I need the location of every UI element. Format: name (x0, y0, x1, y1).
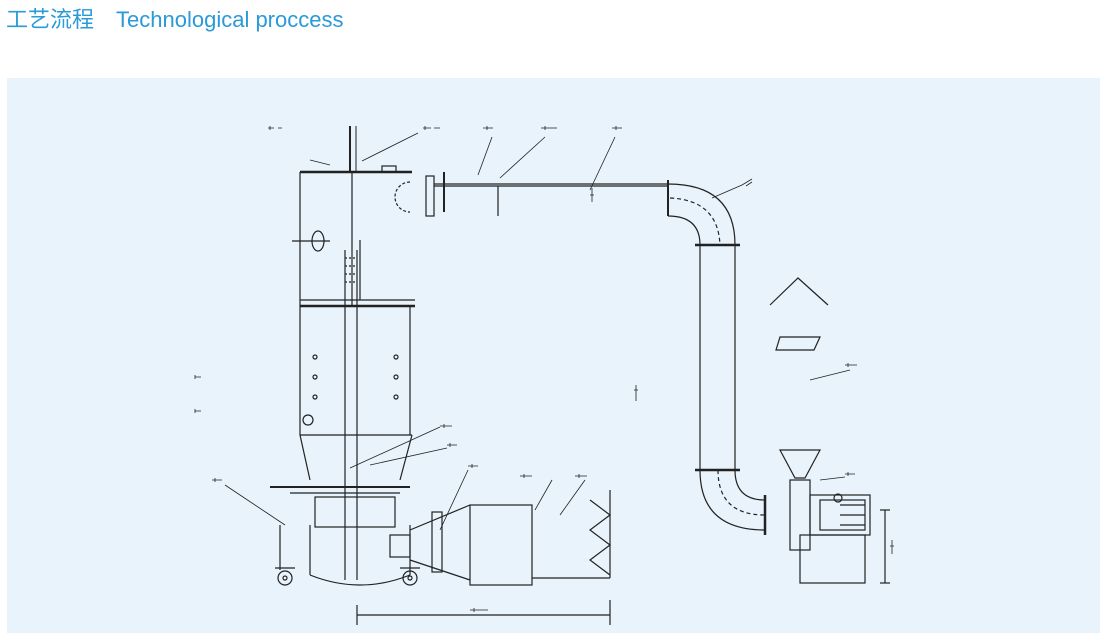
drying-tower (270, 126, 420, 586)
exhaust-fan (769, 277, 890, 584)
main-duct (394, 172, 767, 535)
process-diagram (194, 126, 894, 625)
air-heater (356, 490, 611, 625)
title-chinese: 工艺流程 (6, 8, 95, 33)
title-english: Technological proccess (116, 7, 344, 32)
leader-lines (224, 132, 851, 531)
process-diagram-panel (7, 78, 1100, 633)
page-title: 工艺流程 Technological proccess (6, 2, 343, 34)
callout-marks (194, 126, 894, 612)
